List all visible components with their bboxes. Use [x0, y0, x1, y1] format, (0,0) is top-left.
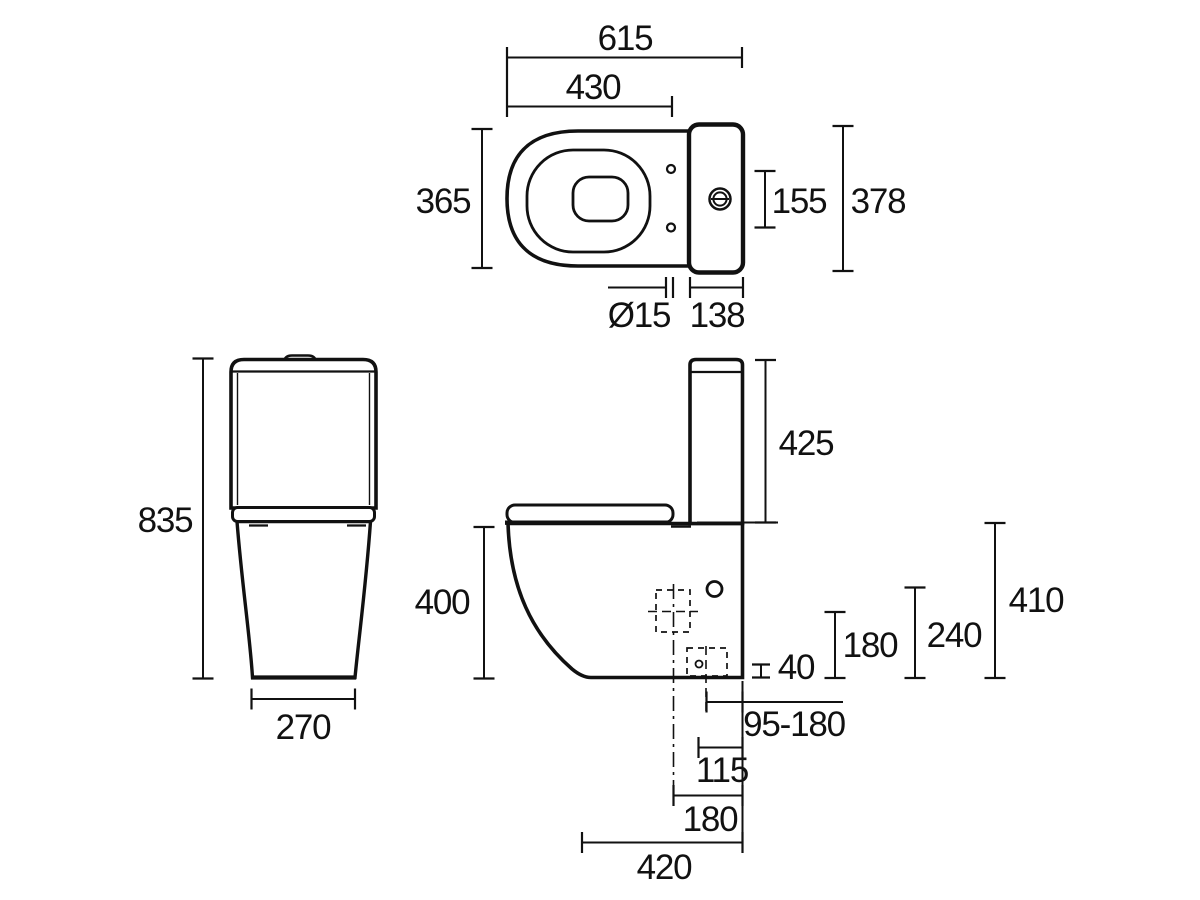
dim-label-835: 835: [138, 501, 193, 540]
dim-label-180-v: 180: [843, 626, 899, 665]
dim-label-155: 155: [772, 182, 827, 221]
dim-label-410: 410: [1009, 581, 1065, 620]
plan-seat-ring: [525, 148, 652, 254]
side-outlet-hole: [694, 659, 704, 669]
dim-inlet-height-low: 180: [824, 610, 899, 680]
dim-seat-depth: 430: [507, 68, 674, 117]
plan-water-spot: [571, 175, 630, 223]
dim-label-425: 425: [779, 424, 834, 463]
dim-overall-height: 835: [138, 357, 214, 680]
dim-label-378: 378: [851, 182, 906, 221]
dim-bowl-width: 365: [416, 127, 493, 270]
dim-outlet-offset: 115: [696, 737, 749, 790]
plan-hinge-hole-top: [665, 163, 677, 175]
dim-label-365: 365: [416, 182, 471, 221]
dim-label-138: 138: [690, 296, 745, 335]
side-inlet-hole: [705, 580, 724, 598]
side-outlet-dashed: [686, 647, 728, 677]
top-view: 615 430 365 155 378: [416, 19, 907, 335]
dim-cistern-height: 425: [755, 358, 835, 524]
dim-label-d15: Ø15: [608, 296, 671, 335]
dim-label-420: 420: [637, 848, 693, 887]
front-seat: [231, 506, 376, 523]
plan-flush-button: [708, 187, 732, 211]
dim-cistern-depth: 138: [688, 277, 746, 335]
dim-label-95-180: 95-180: [743, 705, 846, 744]
front-pedestal: [235, 519, 373, 680]
dim-button-offset: 155: [754, 169, 828, 229]
side-pan-body: [506, 521, 745, 680]
dim-base-width: 270: [250, 688, 357, 747]
dim-label-180-h: 180: [683, 800, 739, 839]
dim-label-40: 40: [778, 648, 815, 687]
dim-label-400: 400: [415, 583, 471, 622]
dim-label-115: 115: [696, 751, 748, 790]
dim-overall-depth: 615: [505, 19, 744, 117]
dim-label-615: 615: [598, 19, 653, 58]
side-seat-lid: [505, 503, 675, 524]
dim-hole-diameter: Ø15: [608, 277, 675, 335]
dim-centre-setout: 180: [672, 785, 744, 839]
dim-inlet-height-high: 240: [904, 586, 983, 680]
side-cistern: [688, 357, 745, 526]
dim-base-depth: 420: [580, 832, 744, 887]
front-view: 835 270: [138, 354, 378, 747]
side-view: 425 400 40 180 240: [415, 357, 1065, 887]
dim-outlet-setout-range: 95-180: [705, 691, 847, 744]
dim-cistern-width: 378: [832, 124, 907, 273]
dim-pan-height: 410: [984, 521, 1065, 680]
dim-label-270: 270: [276, 708, 332, 747]
dim-outlet-rise: 40: [752, 648, 816, 687]
dim-label-240: 240: [927, 616, 983, 655]
dim-label-430: 430: [566, 68, 622, 107]
front-cistern: [229, 357, 378, 510]
plan-hinge-hole-bottom: [665, 222, 677, 233]
dim-bowl-front-height: 400: [415, 525, 495, 680]
plan-bowl-outline: [505, 129, 692, 268]
